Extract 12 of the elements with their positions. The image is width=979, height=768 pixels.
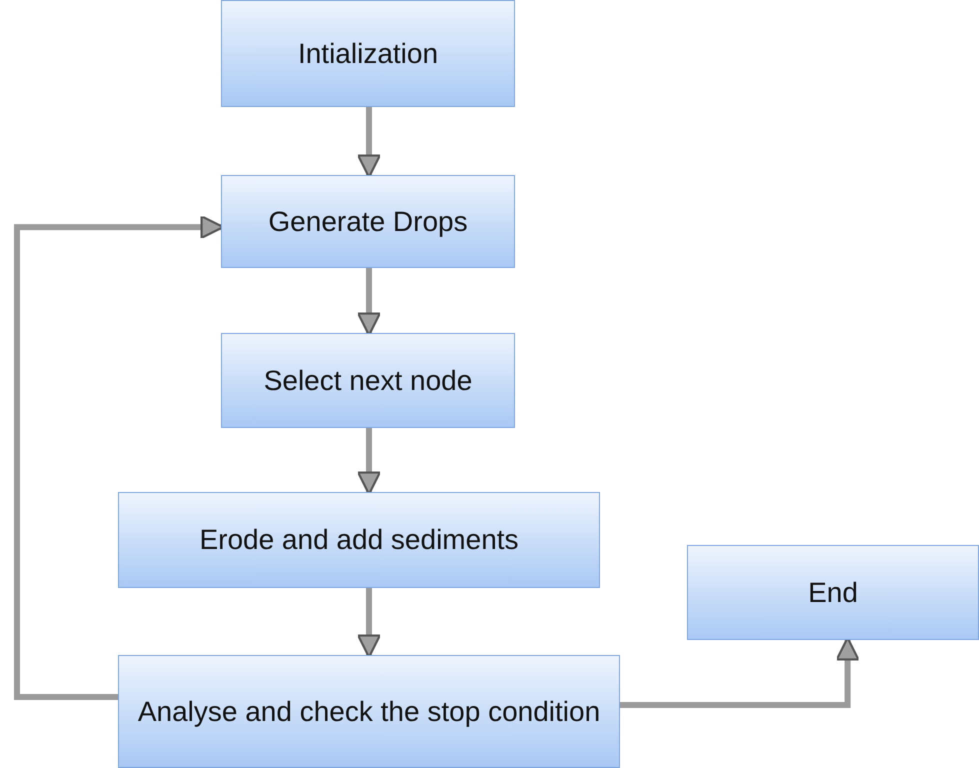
step-label: End (808, 576, 858, 610)
step-label: Intialization (298, 36, 438, 71)
process-box (221, 0, 515, 107)
process-box (221, 333, 515, 428)
process-box (118, 655, 620, 768)
step-label: Analyse and check the stop condition (138, 694, 600, 729)
process-box (221, 175, 515, 268)
process-box (687, 545, 979, 640)
process-box (118, 492, 600, 588)
step-label: Erode and add sediments (199, 523, 519, 558)
step-label: Generate Drops (268, 204, 468, 239)
step-label: Select next node (264, 364, 472, 398)
